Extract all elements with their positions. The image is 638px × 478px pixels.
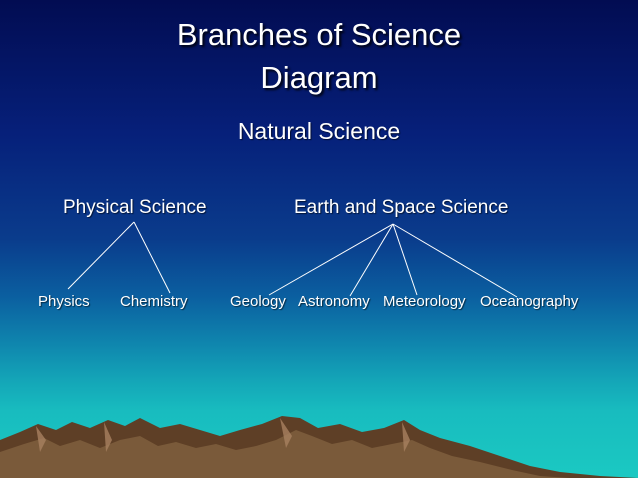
leaf-chemistry: Chemistry: [120, 293, 188, 310]
connector-earth-meteorology: [392, 223, 418, 296]
branch-earth-space-science: Earth and Space Science: [294, 197, 509, 218]
slide-title-line-2: Diagram: [260, 60, 378, 95]
connector-earth-astronomy: [349, 223, 394, 297]
branch-physical-science: Physical Science: [63, 197, 207, 218]
root-node-natural-science: Natural Science: [237, 118, 401, 144]
leaf-astronomy: Astronomy: [298, 293, 370, 310]
leaf-physics: Physics: [38, 293, 90, 310]
connector-physical-physics: [67, 221, 135, 290]
connector-earth-geology: [268, 223, 394, 296]
leaf-oceanography: Oceanography: [480, 293, 579, 310]
leaf-meteorology: Meteorology: [383, 293, 466, 310]
leaf-geology: Geology: [230, 293, 286, 310]
connector-earth-oceanography: [392, 223, 518, 298]
slide-title-line-1: Branches of Science: [176, 17, 462, 52]
connector-physical-chemistry: [133, 221, 171, 294]
mountain-range-front: [0, 430, 570, 478]
